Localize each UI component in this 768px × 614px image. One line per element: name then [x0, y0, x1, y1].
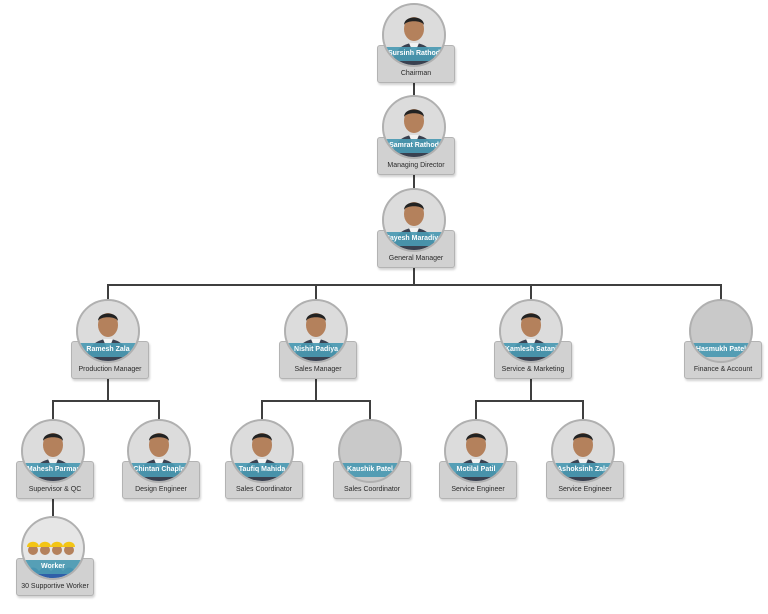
- person-name: Kaushik Patel: [347, 466, 393, 473]
- role-title: Production Manager: [78, 366, 142, 373]
- person-photo: Mahesh Parmar: [21, 419, 85, 483]
- org-node-worker: Worker 30 Supportive Worker: [10, 516, 100, 600]
- person-name: Worker: [41, 563, 65, 570]
- person-photo: Chintan Chapla: [127, 419, 191, 483]
- role-title: Sales Coordinator: [235, 486, 293, 493]
- workers-group-photo: Worker: [21, 516, 85, 580]
- connector-line: [530, 285, 532, 301]
- role-title: 30 Supportive Worker: [21, 583, 89, 590]
- name-band: [384, 47, 444, 61]
- role-title: Service Engineer: [558, 486, 612, 493]
- role-title: Managing Director: [387, 162, 445, 169]
- name-band: [384, 139, 444, 153]
- name-band: [23, 560, 83, 574]
- connector-line: [315, 378, 317, 401]
- role-title: General Manager: [388, 255, 444, 262]
- person-name: Ashoksinh Zala: [557, 466, 609, 473]
- role-title: Sales Coordinator: [343, 486, 401, 493]
- person-name: Motilal Patil: [456, 466, 496, 473]
- person-photo: Kamlesh Satani: [499, 299, 563, 363]
- person-name: Mahesh Parmar: [26, 466, 80, 473]
- blank-avatar-icon: Hasmukh Patel: [689, 299, 753, 363]
- connector-line: [720, 285, 722, 301]
- connector-line: [413, 267, 415, 285]
- person-name: Samrat Rathod: [389, 142, 439, 149]
- name-band: [129, 463, 189, 477]
- connector-line: [530, 378, 532, 401]
- person-photo: Sursinh Rathod: [382, 3, 446, 67]
- name-band: [78, 343, 138, 357]
- name-band: [501, 343, 561, 357]
- person-photo: Ramesh Zala: [76, 299, 140, 363]
- connector-line: [158, 401, 160, 421]
- person-name: Chintan Chapla: [133, 466, 185, 473]
- person-name: Ramesh Zala: [86, 346, 130, 353]
- person-photo: Ashoksinh Zala: [551, 419, 615, 483]
- role-title: Service & Marketing: [501, 366, 565, 373]
- name-band: [23, 463, 83, 477]
- person-photo: Jayesh Maradiya: [382, 188, 446, 252]
- connector-line: [52, 498, 54, 518]
- role-title: Service Engineer: [451, 486, 505, 493]
- person-photo: Taufiq Mahida: [230, 419, 294, 483]
- name-band: [340, 463, 400, 477]
- person-photo: Nishit Padiya: [284, 299, 348, 363]
- role-title: Chairman: [400, 70, 432, 77]
- connector-line: [413, 174, 415, 190]
- connector-line: [475, 400, 584, 402]
- blank-avatar-icon: Kaushik Patel: [338, 419, 402, 483]
- connector-line: [107, 378, 109, 401]
- person-photo: Motilal Patil: [444, 419, 508, 483]
- name-band: [286, 343, 346, 357]
- name-band: [691, 343, 751, 357]
- person-name: Kamlesh Satani: [504, 346, 558, 353]
- connector-line: [52, 401, 54, 421]
- role-title: Supervisor & QC: [28, 486, 82, 493]
- connector-line: [582, 401, 584, 421]
- person-name: Hasmukh Patel: [695, 346, 747, 353]
- person-name: Nishit Padiya: [294, 346, 338, 353]
- name-band: [232, 463, 292, 477]
- role-title: Finance & Account: [693, 366, 753, 373]
- connector-line: [52, 400, 160, 402]
- connector-line: [475, 401, 477, 421]
- connector-line: [107, 285, 109, 301]
- connector-line: [107, 284, 722, 286]
- person-photo: Samrat Rathod: [382, 95, 446, 159]
- name-band: [384, 232, 444, 246]
- connector-line: [261, 400, 371, 402]
- role-title: Design Engineer: [135, 486, 187, 493]
- connector-line: [261, 401, 263, 421]
- name-band: [553, 463, 613, 477]
- name-band: [446, 463, 506, 477]
- connector-line: [369, 401, 371, 421]
- person-name: Sursinh Rathod: [387, 50, 441, 57]
- connector-line: [413, 82, 415, 97]
- person-name: Jayesh Maradiya: [385, 235, 443, 242]
- person-name: Taufiq Mahida: [238, 466, 286, 473]
- role-title: Sales Manager: [294, 366, 342, 373]
- connector-line: [315, 285, 317, 301]
